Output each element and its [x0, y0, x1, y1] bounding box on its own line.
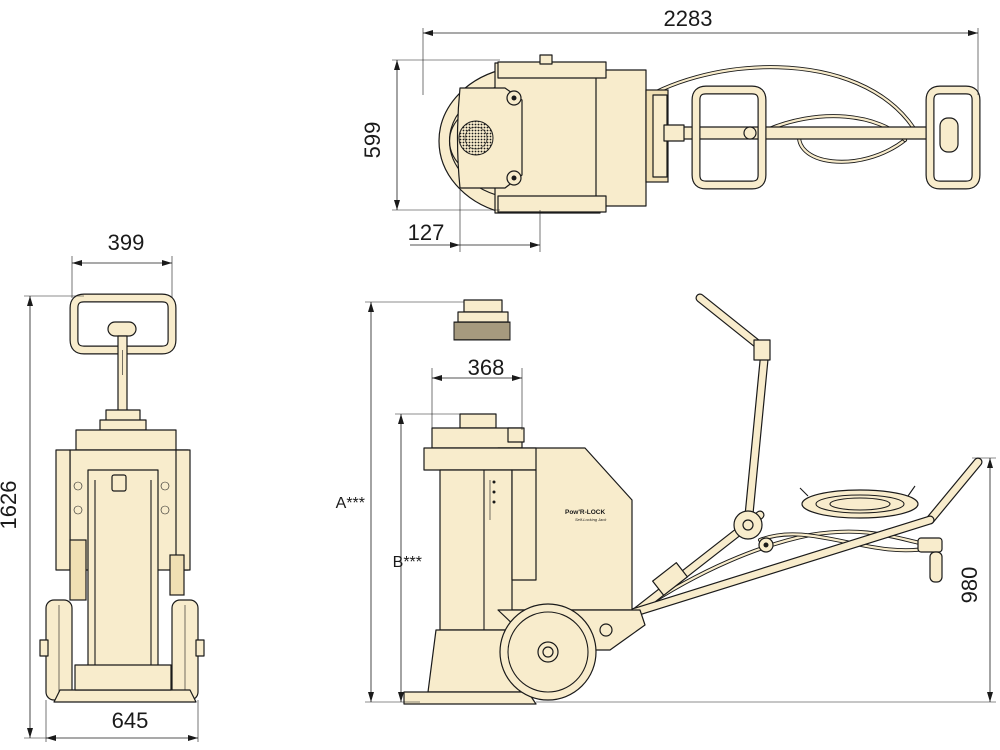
dim-top-offset: 127: [408, 220, 445, 245]
dim-top-width: 599: [360, 122, 385, 159]
top-view: 2283 599 127: [360, 6, 981, 252]
dim-saddle-width: 368: [468, 355, 505, 380]
saddle-detail: [453, 299, 511, 341]
dim-handle-height: 980: [957, 567, 982, 604]
dim-label-a: A***: [336, 495, 365, 512]
dim-wheel-track: 645: [112, 708, 149, 733]
brand-logo: Pow'R-LOCK: [565, 509, 605, 516]
dim-overall-length: 2283: [664, 6, 713, 31]
front-view: 399 1626 645: [0, 230, 205, 742]
dim-handle-width: 399: [108, 230, 145, 255]
side-view: Pow'R-LOCK Self-Locking Jack 368 A*** B*…: [336, 293, 996, 705]
dim-label-b: B***: [393, 554, 422, 571]
dim-overall-height: 1626: [0, 481, 21, 530]
brand-tagline: Self-Locking Jack: [575, 517, 607, 522]
